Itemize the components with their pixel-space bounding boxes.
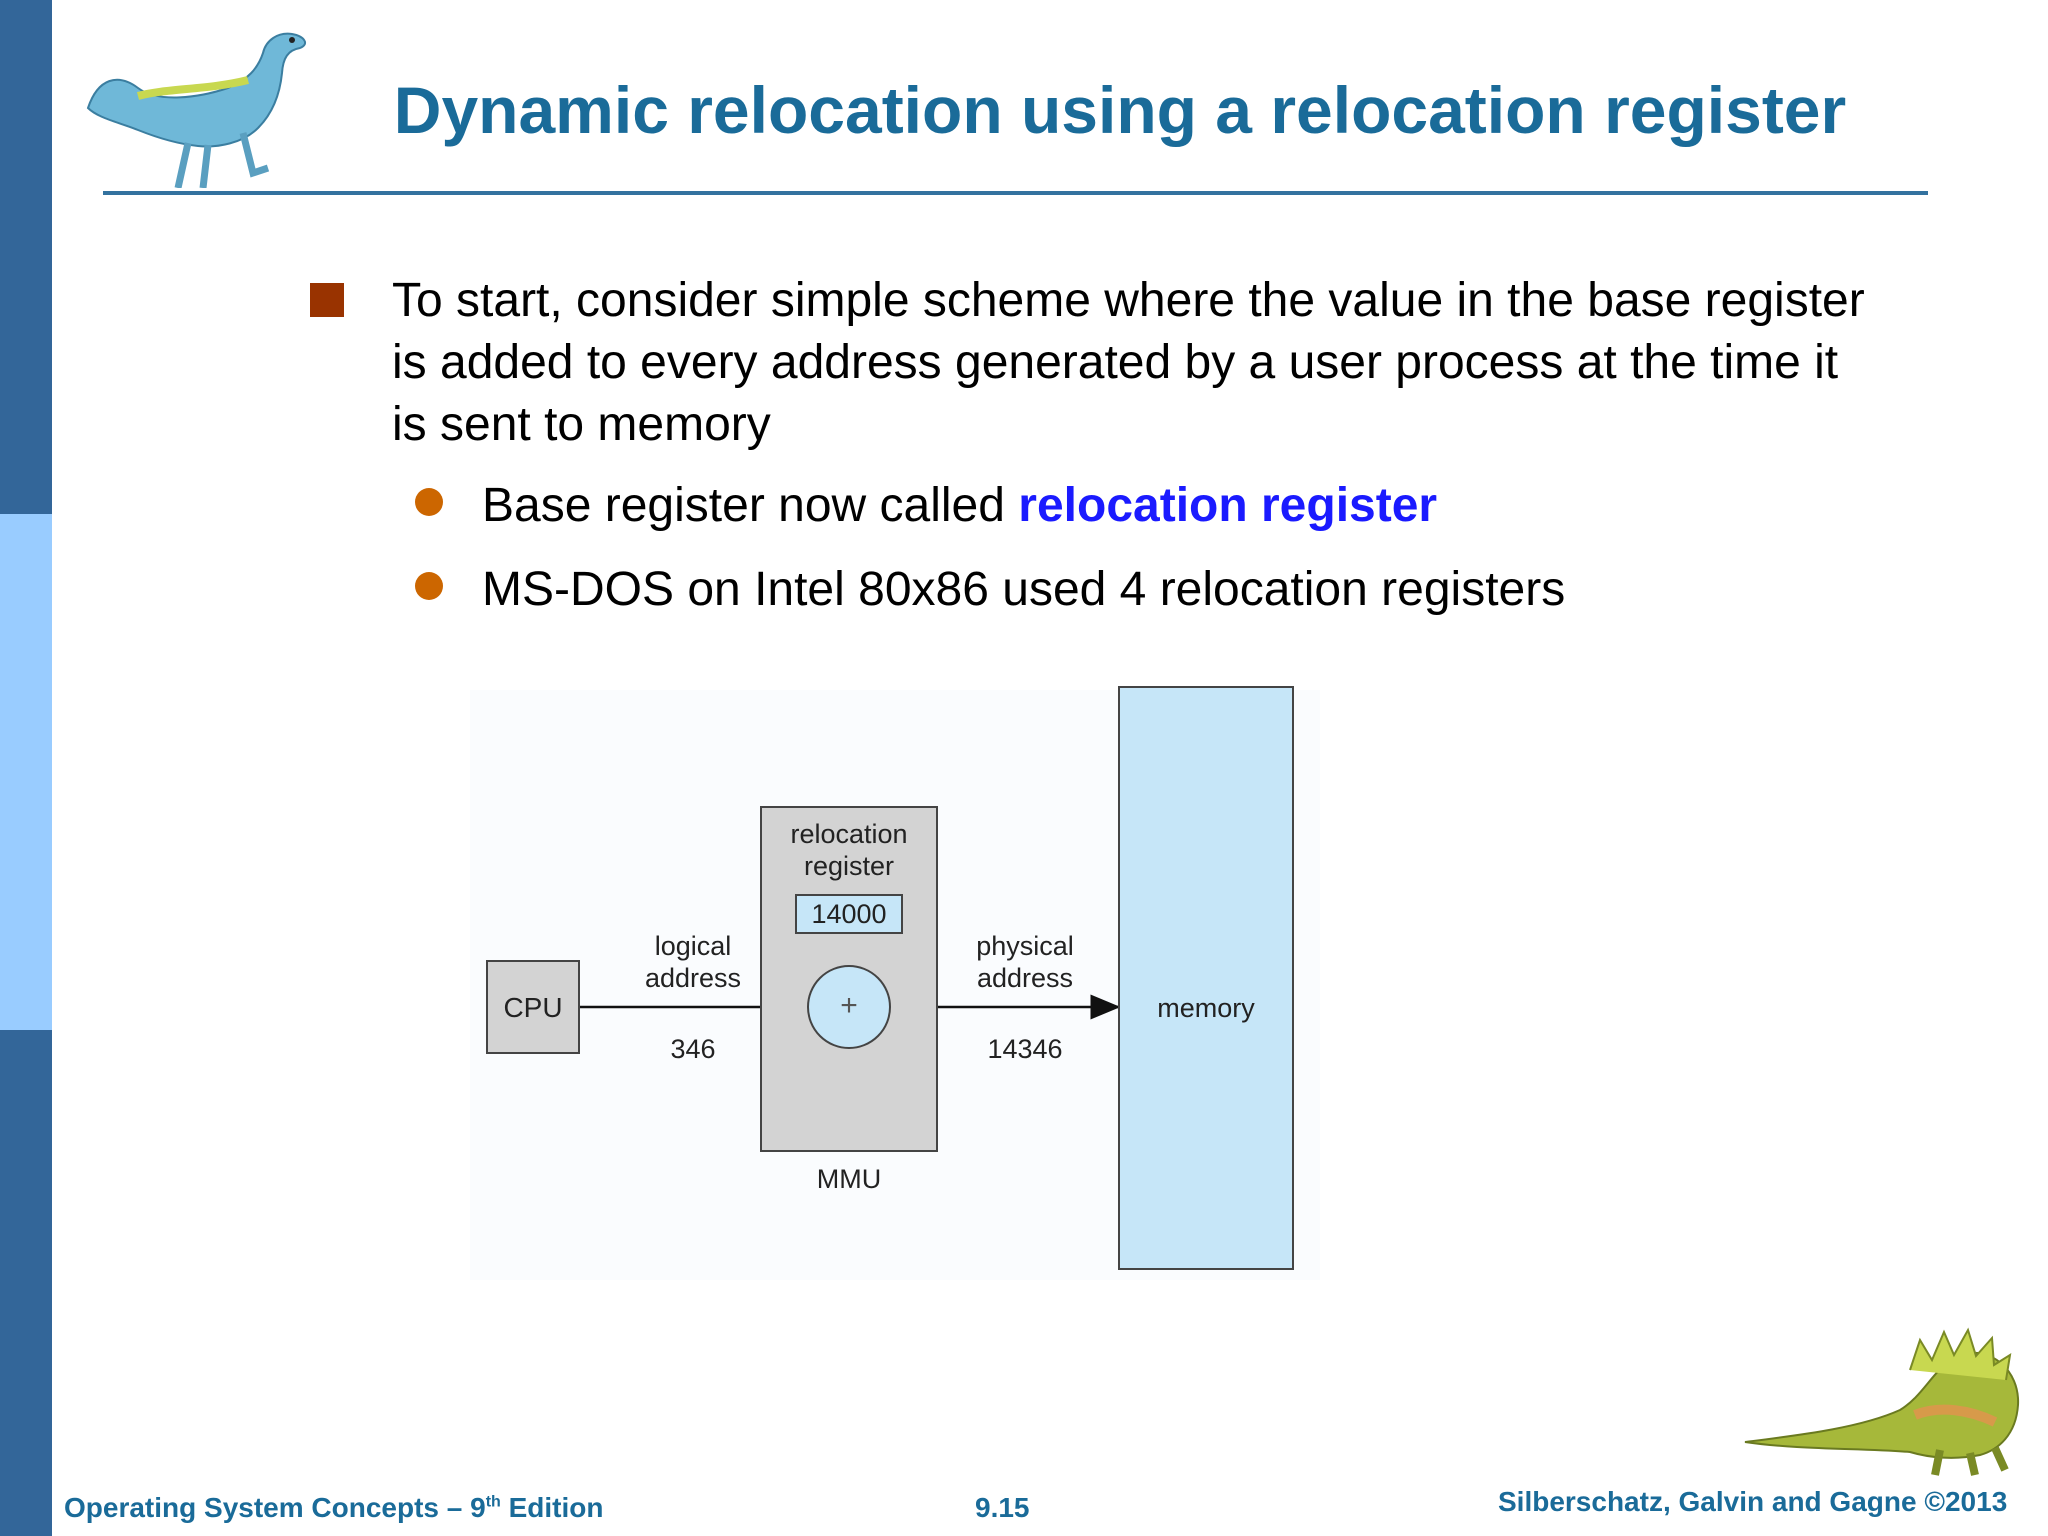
title-rule (103, 191, 1928, 195)
slide-title: Dynamic relocation using a relocation re… (393, 73, 1847, 147)
side-bar-middle (0, 514, 52, 1030)
footer-left: Operating System Concepts – 9th Edition (64, 1492, 603, 1524)
relocation-diagram: CPU logical address 346 relocation regis… (470, 686, 1320, 1280)
dinosaur-logo-icon (86, 32, 307, 188)
stegosaurus-icon (1744, 1327, 2020, 1476)
register-value: 14000 (811, 899, 887, 929)
physical-line-2: address (976, 963, 1074, 993)
footer-left-prefix: Operating System Concepts – 9 (64, 1492, 486, 1523)
side-bar-top (0, 0, 52, 514)
slide-number: 9.15 (975, 1492, 1030, 1523)
memory-label: memory (1157, 993, 1255, 1023)
cpu-label: CPU (503, 992, 563, 1023)
register-line-2: register (803, 851, 895, 881)
sub-bullet-1-text: Base register now called (482, 479, 1019, 532)
mmu-label: MMU (816, 1164, 882, 1194)
physical-address-label: physical address (950, 930, 1100, 994)
adder-circle (807, 965, 891, 1049)
relocation-register-label: relocation register (760, 818, 938, 882)
adder-plus-icon: + (840, 989, 858, 1022)
bullet-text: To start, consider simple scheme where t… (392, 274, 1865, 451)
physical-line-1: physical (976, 931, 1074, 961)
sub-bullet-1: Base register now called relocation regi… (482, 478, 1437, 533)
cpu-box (486, 960, 580, 1054)
footer-left-sup: th (485, 1493, 501, 1511)
logical-address-label: logical address (618, 930, 768, 994)
logical-value: 346 (670, 1034, 716, 1064)
register-line-1: relocation (790, 819, 908, 849)
sub-bullet-1-highlight: relocation register (1018, 479, 1438, 532)
logical-line-2: address (644, 963, 742, 993)
logical-line-1: logical (654, 931, 732, 961)
sub-bullet-2: MS-DOS on Intel 80x86 used 4 relocation … (482, 563, 1566, 616)
memory-box (1118, 686, 1294, 1270)
bullet-square-icon (310, 283, 344, 317)
bullet-dot-icon (415, 572, 443, 600)
bullet-dot-icon (415, 488, 443, 516)
register-value-box (795, 894, 903, 934)
footer-left-suffix: Edition (500, 1492, 604, 1523)
footer-right: Silberschatz, Galvin and Gagne ©2013 (1498, 1486, 2008, 1517)
side-bar-bottom (0, 1030, 52, 1536)
physical-value: 14346 (987, 1034, 1063, 1064)
